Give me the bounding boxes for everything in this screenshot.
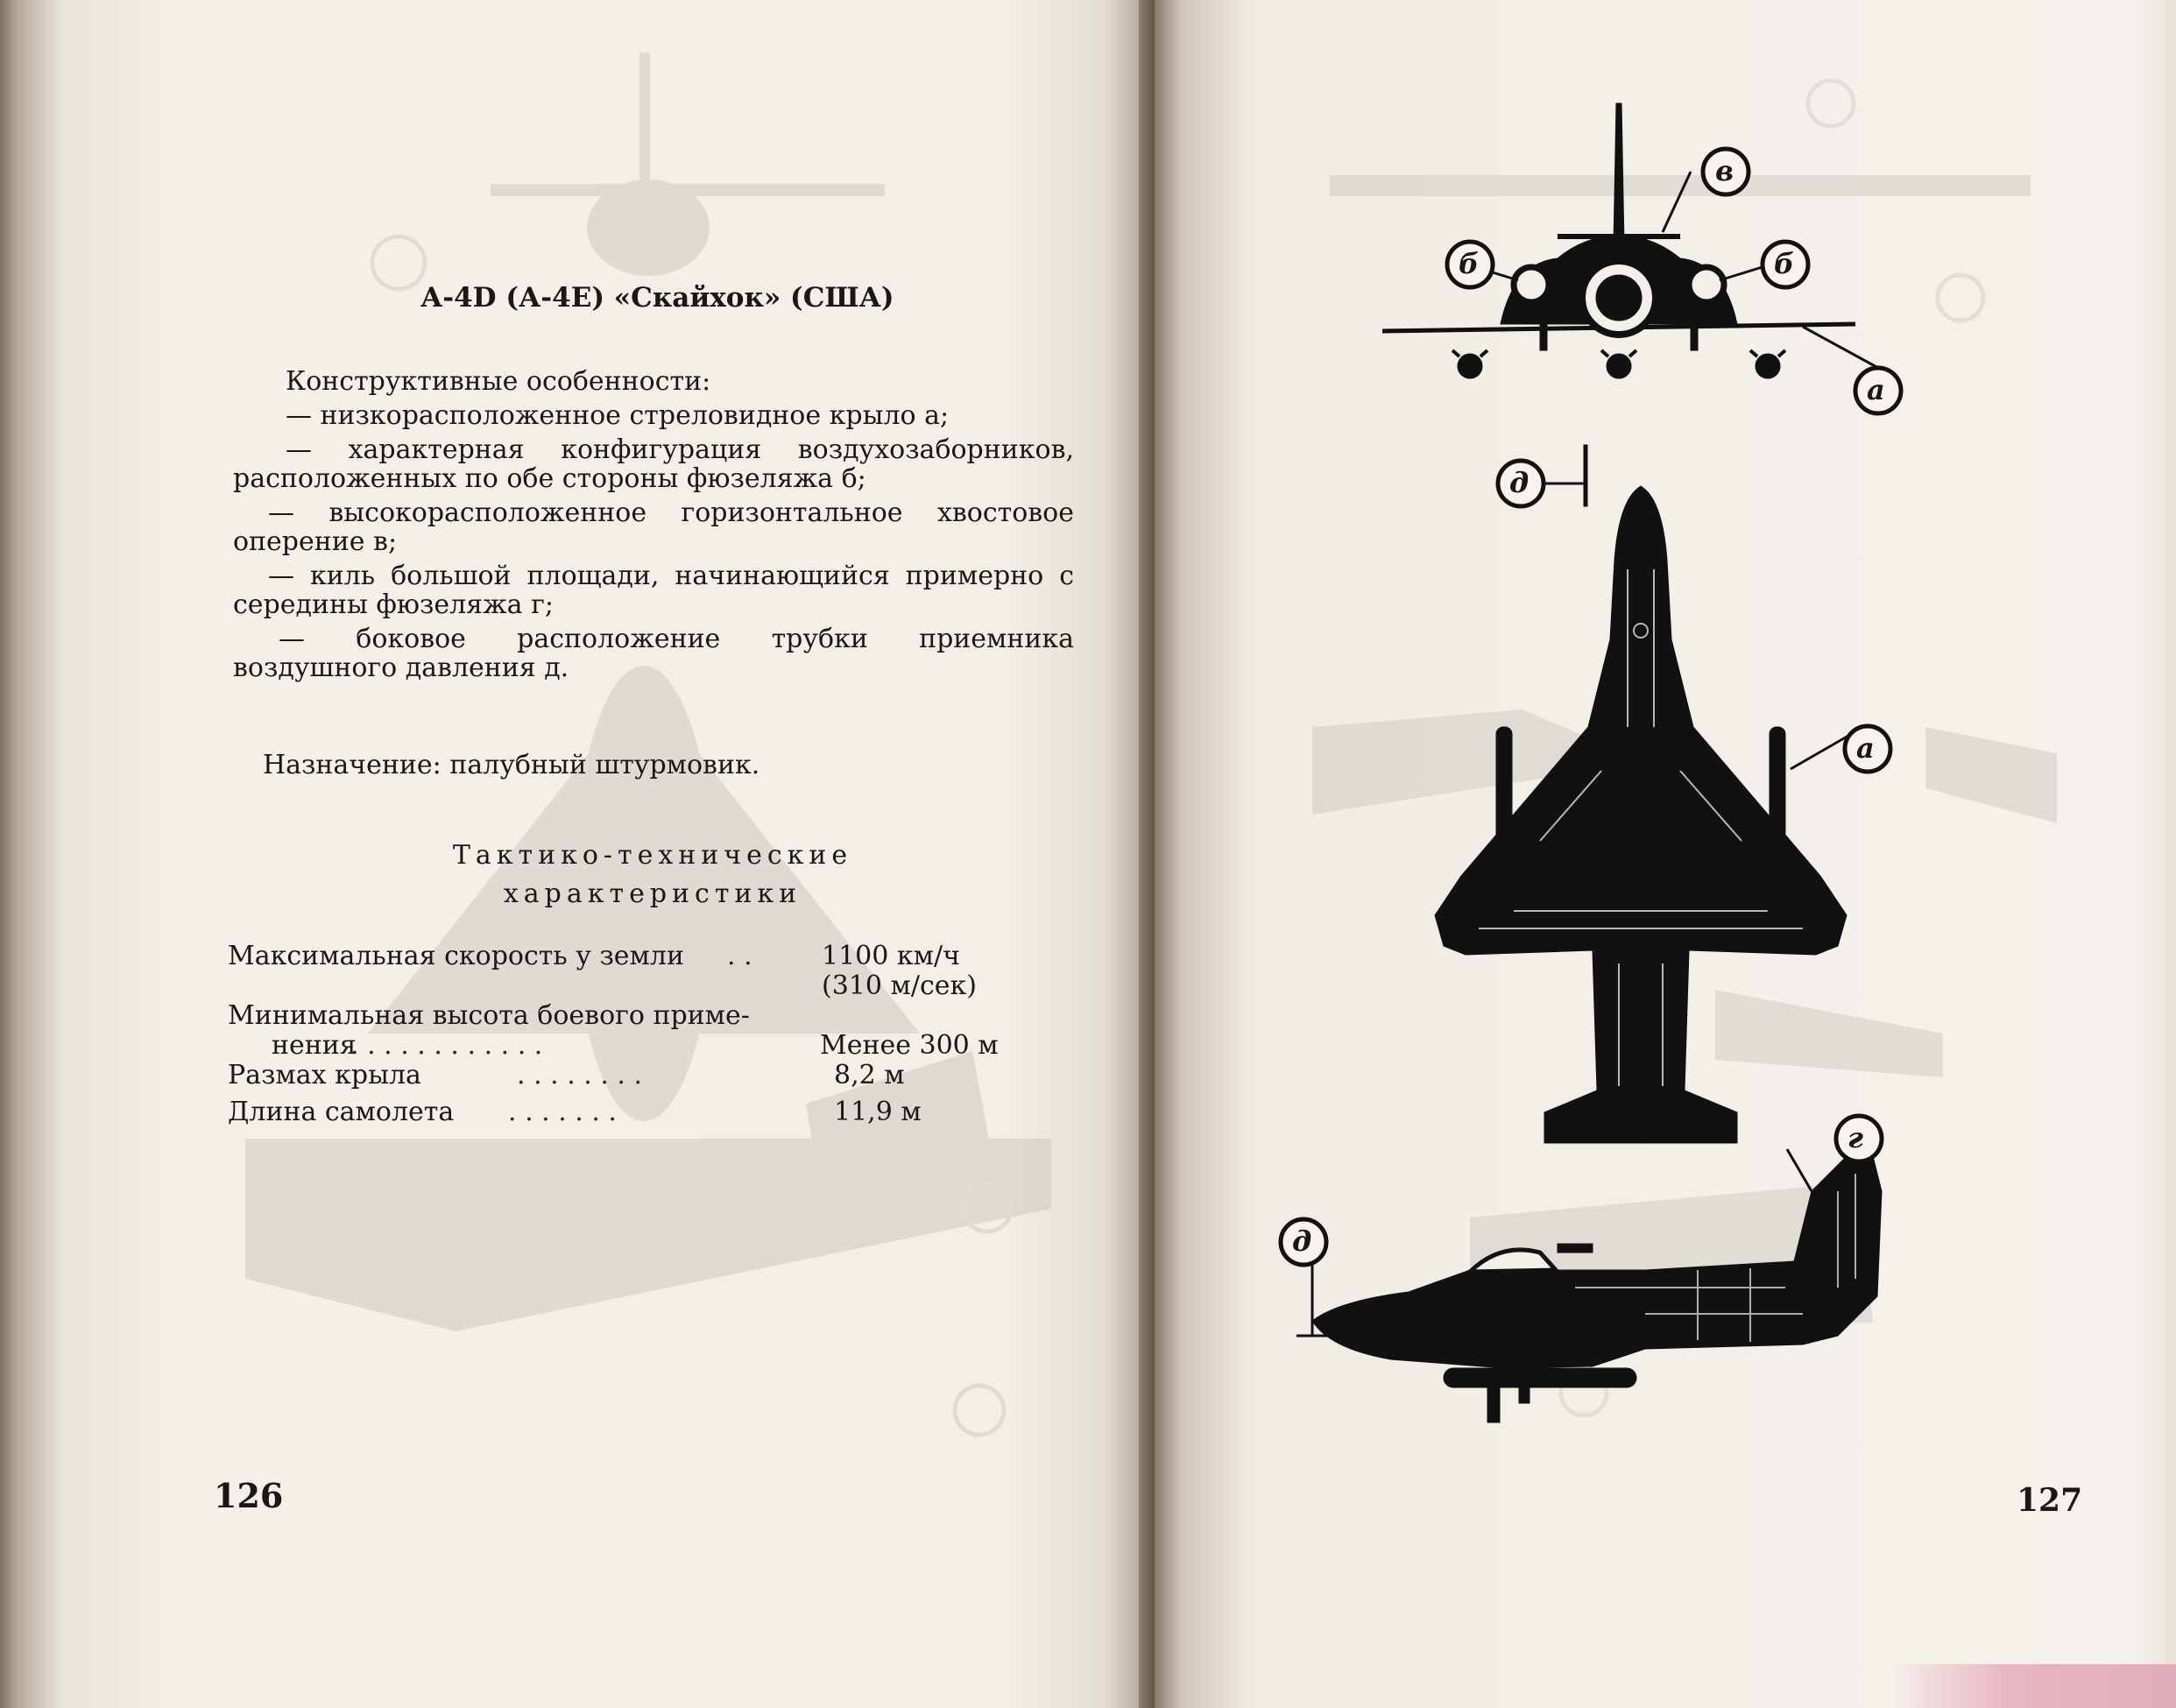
spec-name: Длина самолета: [228, 1097, 455, 1127]
spec-dots: . .: [727, 942, 752, 971]
spec-value-secondary: (310 м/сек): [822, 970, 977, 1001]
spec-row-max-speed: Максимальная скорость у земли . . 1100 к…: [228, 942, 1016, 1001]
spec-value: Менее 300 м: [820, 1030, 999, 1061]
callout-g-label: г: [1847, 1121, 1863, 1154]
page-edge-tint: [1892, 1664, 2176, 1708]
specs-table: Максимальная скорость у земли . . 1100 к…: [228, 942, 1016, 1134]
spec-name: Минимальная высота боевого приме-: [228, 1000, 750, 1031]
aircraft-side-view-image: [1296, 1148, 1883, 1423]
spec-name-continuation: нения: [272, 1030, 357, 1061]
aircraft-title: А-4D (А-4Е) «Скайхок» (США): [420, 282, 894, 314]
spec-row-min-altitude: Минимальная высота боевого приме- нения …: [228, 1001, 1016, 1061]
page-number-right: 127: [2017, 1482, 2083, 1519]
spec-dots: . . . . . . . . . . . .: [350, 1031, 543, 1061]
callout-a-front-label: а: [1867, 373, 1885, 406]
callout-d-side-label: д: [1292, 1225, 1312, 1258]
spec-name: Максимальная скорость у земли: [228, 941, 684, 971]
features-heading: Конструктивные особенности:: [286, 366, 711, 397]
callout-labels: [1278, 146, 1904, 1267]
right-page: в б б а д а г д 127: [1155, 0, 2176, 1708]
features-list: — низкорасположенное стреловидное крыло …: [233, 401, 1074, 688]
page-number-left: 126: [214, 1476, 284, 1515]
specs-title-line2: характеристики: [503, 879, 802, 909]
feature-item: — низкорасположенное стреловидное крыло …: [286, 400, 950, 431]
spec-row-wingspan: Размах крыла . . . . . . . . 8,2 м: [228, 1061, 1016, 1097]
callout-b-right-label: б: [1774, 247, 1795, 280]
feature-item: — боковое расположение трубки приемника …: [233, 624, 1074, 683]
aircraft-top-view-image: [1434, 444, 1849, 1144]
feature-item: — высокорасположенное горизонтальное хво…: [233, 498, 1074, 557]
callout-d-top-label: д: [1509, 466, 1530, 499]
callout-v-label: в: [1715, 154, 1734, 187]
spec-value: 8,2 м: [834, 1060, 905, 1090]
spec-name: Размах крыла: [228, 1060, 421, 1090]
callout-b-left-label: б: [1459, 247, 1480, 280]
feature-item: — характерная конфигурация воздухозаборн…: [233, 434, 1074, 494]
aircraft-front-view-image: [1382, 102, 1879, 379]
specs-title-line1: Тактико-технические: [452, 840, 853, 871]
spec-value: 11,9 м: [834, 1097, 922, 1127]
purpose-text: Назначение: палубный штурмовик.: [263, 750, 760, 780]
bleed-through-aircraft-image: [245, 53, 1051, 1437]
specs-title: Тактико-технические характеристики: [228, 836, 1077, 914]
spec-row-length: Длина самолета . . . . . . . 11,9 м: [228, 1097, 1016, 1134]
callout-a-top-label: а: [1856, 731, 1875, 765]
left-page: А-4D (А-4Е) «Скайхок» (США) Конструктивн…: [0, 0, 1155, 1708]
spec-dots: . . . . . . . .: [517, 1061, 643, 1090]
spec-value: 1100 км/ч: [822, 941, 960, 971]
spec-dots: . . . . . . .: [508, 1097, 617, 1127]
feature-item: — киль большой площади, начинающийся при…: [233, 561, 1074, 620]
